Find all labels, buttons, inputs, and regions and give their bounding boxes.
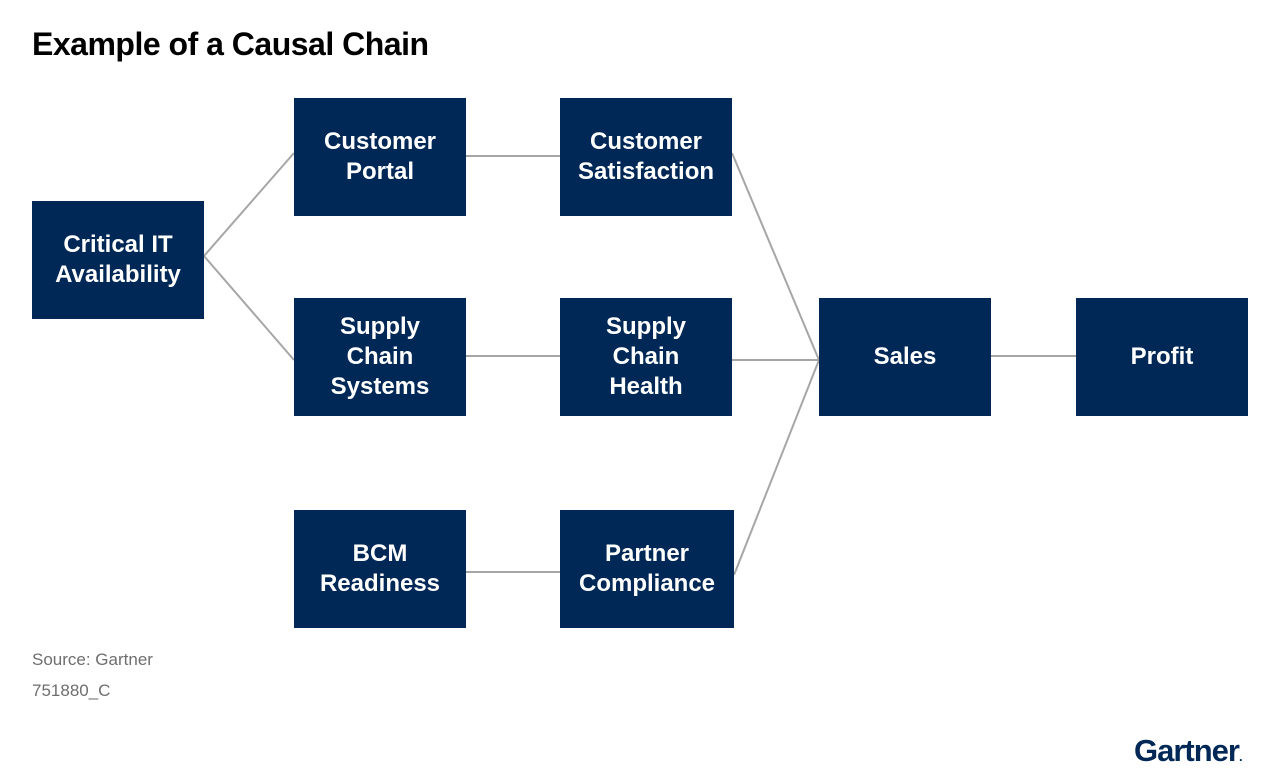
node-supply-chain-systems: Supply Chain Systems: [294, 298, 466, 416]
node-critical-it-line-1: Critical IT: [63, 231, 173, 258]
node-sales: Sales: [819, 298, 991, 416]
node-partner-compliance-line-1: Partner: [604, 540, 690, 567]
node-supply-chain-health-line-1: Supply: [605, 313, 686, 340]
node-customer-portal-line-2: Portal: [345, 158, 414, 185]
node-customer-satisfaction-line-2: Satisfaction: [577, 158, 715, 185]
node-profit-label: Profit: [1130, 343, 1194, 370]
source-note: Source: Gartner: [32, 650, 153, 669]
gartner-logo-text: Gartner: [1134, 733, 1240, 768]
node-supply-chain-systems-line-3: Systems: [330, 373, 430, 400]
node-supply-chain-systems-line-1: Supply: [339, 313, 420, 340]
node-supply-chain-health-line-3: Health: [609, 373, 683, 400]
edge-partner-compliance-to-sales: [733, 359, 820, 576]
node-customer-portal: Customer Portal: [294, 98, 466, 216]
edge-critical-it-to-customer-portal: [203, 152, 295, 257]
node-supply-chain-health: Supply Chain Health: [560, 298, 732, 416]
node-critical-it-availability: Critical IT Availability: [32, 201, 204, 319]
node-bcm-readiness-line-2: Readiness: [319, 570, 441, 597]
gartner-logo-dot: .: [1238, 749, 1243, 764]
figure-id: 751880_C: [32, 681, 111, 700]
edge-critical-it-to-supply-chain-systems: [203, 255, 295, 361]
node-customer-satisfaction-line-1: Customer: [589, 128, 703, 155]
page-title: Example of a Causal Chain: [32, 26, 429, 62]
node-customer-portal-line-1: Customer: [323, 128, 437, 155]
node-supply-chain-systems-line-2: Chain: [346, 343, 414, 370]
node-profit: Profit: [1076, 298, 1248, 416]
node-partner-compliance: Partner Compliance: [560, 510, 734, 628]
gartner-logo: Gartner.: [1134, 733, 1243, 769]
node-sales-label: Sales: [873, 343, 937, 370]
node-bcm-readiness-line-1: BCM: [352, 540, 408, 567]
node-bcm-readiness: BCM Readiness: [294, 510, 466, 628]
node-partner-compliance-line-2: Compliance: [578, 570, 716, 597]
node-supply-chain-health-line-2: Chain: [612, 343, 680, 370]
node-customer-satisfaction: Customer Satisfaction: [560, 98, 732, 216]
node-critical-it-line-2: Availability: [55, 261, 181, 288]
edge-customer-satisfaction-to-sales: [731, 152, 820, 361]
